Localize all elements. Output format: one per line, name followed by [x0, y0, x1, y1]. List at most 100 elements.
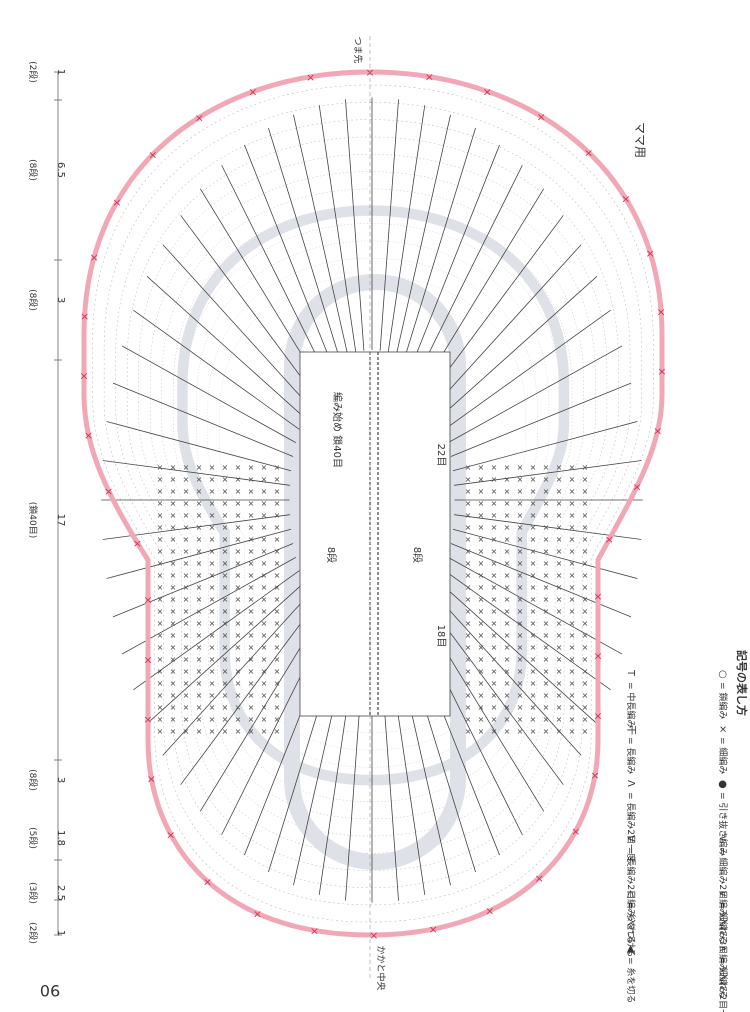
legend-text: = 中長編み: [625, 682, 637, 728]
stitch-mark: ×: [543, 703, 550, 712]
stitch-mark: ×: [170, 463, 177, 472]
stitch-mark: ×: [222, 499, 229, 508]
stitch-mark: ×: [504, 559, 511, 568]
stitch-line: [293, 114, 349, 357]
stitch-mark: ×: [183, 463, 190, 472]
stitch-mark: ×: [222, 523, 229, 532]
stitch-mark: ×: [274, 595, 281, 604]
outline-mark: ×: [653, 425, 662, 438]
stitch-mark: ×: [157, 715, 164, 724]
stitch-mark: ×: [569, 715, 576, 724]
stitch-mark: ×: [530, 559, 537, 568]
stitch-mark: ×: [222, 619, 229, 628]
chain-start-label: 編み始め 鎖40目: [331, 392, 344, 468]
stitch-mark: ×: [530, 535, 537, 544]
stitch-mark: ×: [478, 547, 485, 556]
toe-center-label: つま先: [352, 36, 364, 63]
stitch-mark: ×: [274, 487, 281, 496]
stitch-mark: ×: [491, 655, 498, 664]
stitch-mark: ×: [274, 691, 281, 700]
outline-mark: ×: [310, 924, 319, 937]
stitch-mark: ×: [582, 667, 589, 676]
legend-item: ∧= 細編み2目一度: [717, 945, 729, 1012]
stitch-mark: ×: [235, 667, 242, 676]
stitch-mark: ×: [183, 655, 190, 664]
outline-mark: ×: [571, 825, 580, 838]
stitch-mark: ×: [530, 463, 537, 472]
outline-mark: ×: [537, 110, 546, 123]
stitch-mark: ×: [170, 559, 177, 568]
stitch-mark: ×: [478, 703, 485, 712]
stitch-mark: ×: [274, 619, 281, 628]
stitch-mark: ×: [196, 715, 203, 724]
stitch-mark: ×: [222, 487, 229, 496]
stitch-mark: ×: [530, 631, 537, 640]
stitch-mark: ×: [222, 583, 229, 592]
legend-box: 記号の表し方○= 鎖編み×= 細編み●= 引き抜き編み∨= 細編み2目編み入れる…: [625, 650, 749, 1012]
stitch-mark: ×: [248, 691, 255, 700]
legend-text: = 細編み3目編み入れる: [717, 902, 729, 999]
top-stitch-count: 22目: [435, 444, 446, 467]
stitch-mark: ×: [556, 667, 563, 676]
stitch-mark: ×: [222, 703, 229, 712]
stitch-mark: ×: [183, 595, 190, 604]
dimension-rows: (8段): [27, 289, 39, 311]
outline-mark: ×: [593, 590, 602, 603]
stitch-mark: ×: [582, 523, 589, 532]
dimension-rows: (2段): [27, 61, 39, 83]
stitch-line: [454, 460, 642, 486]
stitch-mark: ×: [465, 655, 472, 664]
legend-text: = 細編み2目編み入れる: [717, 847, 729, 944]
stitch-mark: ×: [157, 631, 164, 640]
stitch-mark: ×: [209, 607, 216, 616]
stitch-mark: ×: [465, 463, 472, 472]
stitch-mark: ×: [504, 715, 511, 724]
stitch-mark: ×: [491, 475, 498, 484]
stitch-mark: ×: [209, 715, 216, 724]
outline-mark: ×: [80, 310, 89, 323]
stitch-mark: ×: [517, 583, 524, 592]
page-number: 90: [40, 981, 60, 1000]
stitch-mark: ×: [170, 535, 177, 544]
stitch-mark: ×: [582, 631, 589, 640]
stitch-mark: ×: [582, 727, 589, 736]
stitch-mark: ×: [157, 691, 164, 700]
stitch-mark: ×: [556, 559, 563, 568]
stitch-mark: ×: [465, 679, 472, 688]
stitch-line: [345, 99, 365, 351]
stitch-mark: ×: [261, 619, 268, 628]
stitch-mark: ×: [582, 619, 589, 628]
guide-ring: [92, 84, 654, 923]
stitch-mark: ×: [517, 703, 524, 712]
stitch-mark: ×: [222, 691, 229, 700]
stitch-mark: ×: [157, 535, 164, 544]
stitch-mark: ×: [274, 547, 281, 556]
stitch-mark: ×: [170, 571, 177, 580]
stitch-mark: ×: [478, 631, 485, 640]
stitch-mark: ×: [261, 535, 268, 544]
stitch-mark: ×: [196, 655, 203, 664]
stitch-mark: ×: [543, 691, 550, 700]
outline-mark: ×: [253, 907, 262, 920]
stitch-mark: ×: [274, 715, 281, 724]
stitch-mark: ×: [556, 703, 563, 712]
stitch-mark: ×: [209, 595, 216, 604]
stitch-mark: ×: [569, 679, 576, 688]
stitch-mark: ×: [543, 463, 550, 472]
stitch-mark: ×: [465, 607, 472, 616]
stitch-mark: ×: [491, 643, 498, 652]
stitch-mark: ×: [465, 523, 472, 532]
legend-text: = 長編み: [625, 737, 637, 774]
stitch-mark: ×: [209, 559, 216, 568]
stitch-mark: ×: [183, 511, 190, 520]
stitch-mark: ×: [517, 691, 524, 700]
band-ring: [177, 205, 570, 786]
stitch-line: [435, 594, 582, 756]
stitch-mark: ×: [556, 619, 563, 628]
stitch-mark: ×: [209, 535, 216, 544]
legend-item: ○= 鎖編み: [717, 670, 729, 719]
stitch-mark: ×: [274, 679, 281, 688]
stitch-mark: ×: [517, 679, 524, 688]
stitch-mark: ×: [222, 547, 229, 556]
stitch-mark: ×: [196, 523, 203, 532]
